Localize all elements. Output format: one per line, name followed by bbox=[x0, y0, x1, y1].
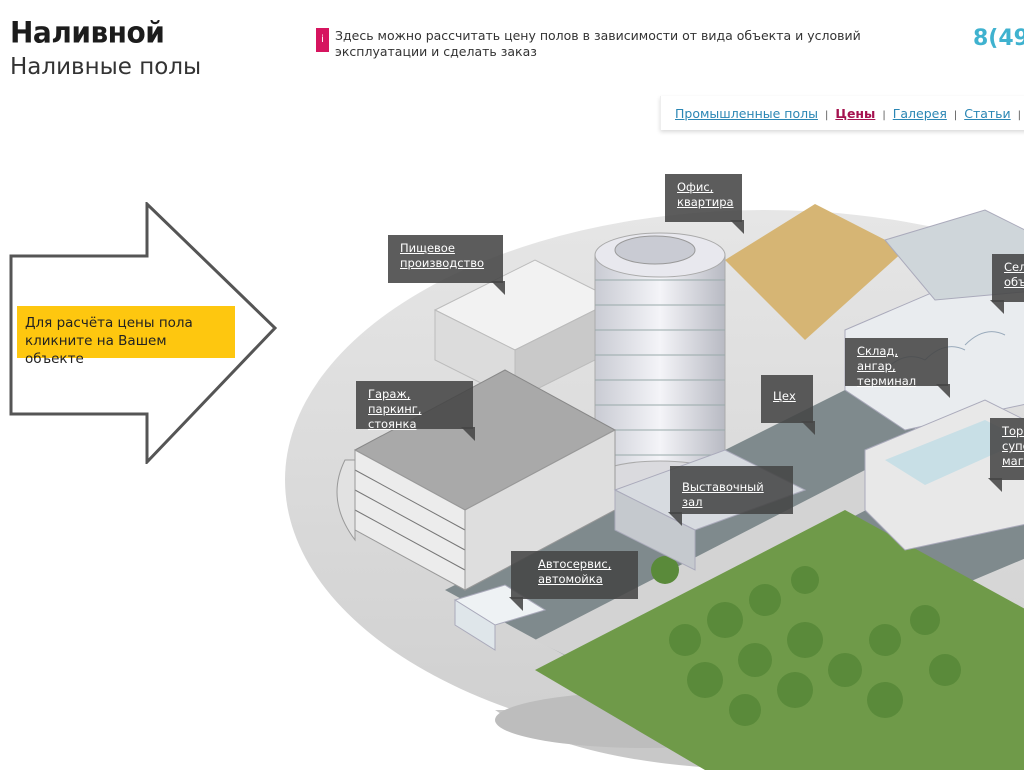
object-tag-agriculture[interactable]: Сел объ bbox=[990, 254, 1024, 314]
object-tag-label: Выставочный зал bbox=[682, 480, 764, 509]
object-tag-label: Торг супе мага bbox=[1002, 424, 1024, 468]
nav-separator: | bbox=[824, 110, 829, 121]
object-tag-label: Офис, квартира bbox=[677, 180, 734, 209]
object-tag-label: Склад, ангар, терминал bbox=[857, 344, 917, 388]
nav-item-prices[interactable]: Цены bbox=[835, 106, 876, 121]
object-tag-trade[interactable]: Торг супе мага bbox=[988, 418, 1024, 492]
city-scene-map[interactable] bbox=[285, 170, 1024, 770]
site-subtitle: Наливные полы bbox=[10, 54, 202, 80]
object-tag-workshop[interactable]: Цех bbox=[761, 375, 815, 435]
phone-number[interactable]: 8(49 bbox=[973, 26, 1024, 51]
nav-separator: | bbox=[1017, 110, 1022, 121]
object-tag-label: Цех bbox=[773, 389, 796, 403]
object-tag-food-production[interactable]: Пищевое производство bbox=[388, 235, 505, 295]
top-navigation: Промышленные полы | Цены | Галерея | Статьи | bbox=[660, 96, 1024, 130]
object-tag-autoservice[interactable]: Автосервис, автомойка bbox=[509, 551, 638, 611]
nav-item-articles[interactable]: Статьи bbox=[964, 106, 1011, 121]
object-tag-label: Сел объ bbox=[1004, 260, 1024, 289]
info-text: Здесь можно рассчитать цену полов в зави… bbox=[335, 28, 861, 59]
object-tag-label: Гараж, паркинг, стоянка bbox=[368, 387, 422, 431]
object-tag-warehouse[interactable]: Склад, ангар, терминал bbox=[845, 338, 950, 398]
nav-item-gallery[interactable]: Галерея bbox=[892, 106, 947, 121]
object-tag-garage-parking[interactable]: Гараж, паркинг, стоянка bbox=[356, 381, 475, 441]
object-tag-label: Пищевое производство bbox=[400, 241, 485, 270]
info-icon: i bbox=[316, 28, 329, 52]
nav-separator: | bbox=[953, 110, 958, 121]
nav-separator: | bbox=[882, 110, 886, 121]
object-tag-label: Автосервис, автомойка bbox=[538, 557, 612, 586]
calculate-hint: Для расчёта цены пола кликните на Вашем … bbox=[17, 306, 235, 367]
object-tag-expo-hall[interactable]: Выставочный зал bbox=[668, 466, 793, 526]
nav-item-industrial-floors[interactable]: Промышленные полы bbox=[675, 106, 818, 121]
object-tag-office[interactable]: Офис, квартира bbox=[665, 174, 744, 234]
site-logo[interactable]: Наливной bbox=[10, 15, 165, 50]
